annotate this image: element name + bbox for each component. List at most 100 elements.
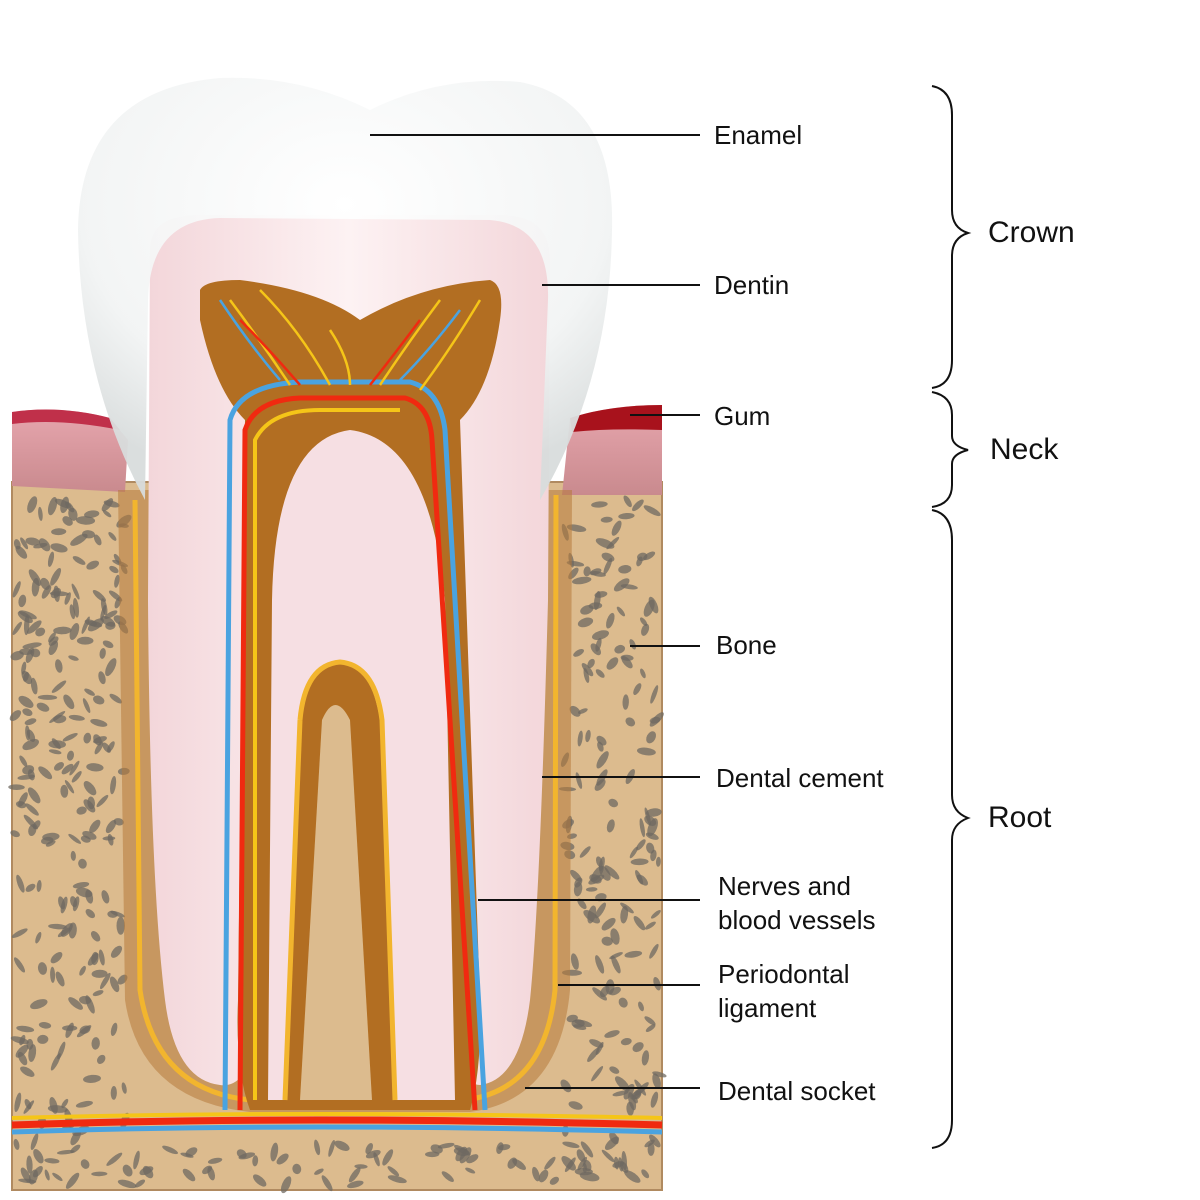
bone-pore [72,556,86,565]
bone-pore [109,976,120,993]
bone-pore [600,516,613,523]
bone-pore [633,1089,642,1100]
bone-pore [70,533,88,546]
bone-pore [17,774,35,780]
bone-pore [94,741,104,755]
bone-pore [512,1158,526,1171]
bone-pore [82,530,95,539]
bone-pore [596,735,607,746]
bone-pore [60,784,69,798]
bone-pore [92,589,107,602]
bone-pore [639,617,648,626]
bone-pore [538,1169,549,1183]
bone-pore [9,710,22,722]
bone-pore [22,739,39,751]
bone-pore [601,936,613,946]
bone-pore [92,990,104,997]
bone-pore [387,1175,407,1184]
bone-pore [48,632,56,643]
bone-pore [84,510,100,519]
bone-pore [650,849,657,862]
bone-pore [564,1157,576,1173]
bone-pore [27,496,38,513]
bone-pore [10,830,20,838]
bone-pore [52,1172,63,1182]
bone-pore [50,952,63,964]
region-braces [931,85,972,1149]
bone-pore [75,516,96,525]
bone-pore [321,1175,333,1192]
bone-pore [110,1022,118,1037]
bone-pore [57,927,71,938]
bone-pore [577,617,594,628]
bone-pore [592,987,607,1001]
bone-pore [549,1176,560,1185]
bone-pore [577,898,587,910]
bone-pore [37,962,48,975]
bone-pore [589,1039,604,1048]
region-neck: Neck [990,433,1059,466]
bone-pore [618,512,635,520]
bone-pore [100,972,111,990]
bone-pore [12,621,22,635]
bone-pore [83,732,92,744]
bone-pore [544,1156,556,1170]
bone-pore [75,1100,93,1108]
bone-pore [93,534,102,546]
label-gum: Gum [714,401,771,431]
bone-pore [44,1169,50,1181]
bone-pore [71,583,80,600]
bone-pore [620,654,634,661]
nerves-and-blood-vessels [11,289,663,1135]
bone-pore [18,610,37,620]
bone-pore [236,1149,247,1159]
bone-pore [84,688,95,696]
bone-pore [591,1065,604,1082]
bone-pore [601,552,615,562]
bone-pore [92,695,105,705]
bone-pore [72,597,80,618]
bone-pore [50,543,68,553]
bone-pore [646,731,657,744]
bone-pore [576,1149,586,1162]
bone-pore [10,1036,29,1045]
bone-pore [620,905,629,924]
bone-pore [65,1022,74,1038]
bone-pore [22,708,33,717]
bone-pore [606,657,619,670]
bone-pore [618,565,632,574]
bone-pore [347,1180,364,1189]
bone-pore [620,584,638,590]
bone-pore [50,587,62,599]
bone-pore [114,574,120,588]
bone-pore [583,566,591,577]
bone-pore [590,570,606,577]
bone-pore [616,606,626,617]
bone-pore [587,905,597,924]
bone-pore [649,943,659,959]
bone-pore [614,644,626,654]
bone-pore [577,730,583,747]
bone-pore [55,659,63,673]
bone-pore [25,725,31,741]
bone-pore [603,557,613,575]
bone-pore [76,1025,92,1038]
bone-pore [580,1141,594,1158]
bone-pore [64,779,75,794]
label-enamel: Enamel [714,120,803,150]
bone-pore [100,598,108,616]
bone-pore [595,902,606,919]
bone-pore [81,616,90,634]
label-dental-cement: Dental cement [716,763,884,793]
bone-pore [292,1163,302,1175]
bone-pore [624,950,643,958]
bone-pore [185,1147,198,1157]
bone-pore [72,882,90,889]
bone-pore [102,640,114,649]
bone-pore [650,1091,659,1108]
bone-pore [109,565,119,574]
enamel [78,77,613,501]
bone-pore [162,1145,179,1155]
bone-pore [117,1179,137,1189]
